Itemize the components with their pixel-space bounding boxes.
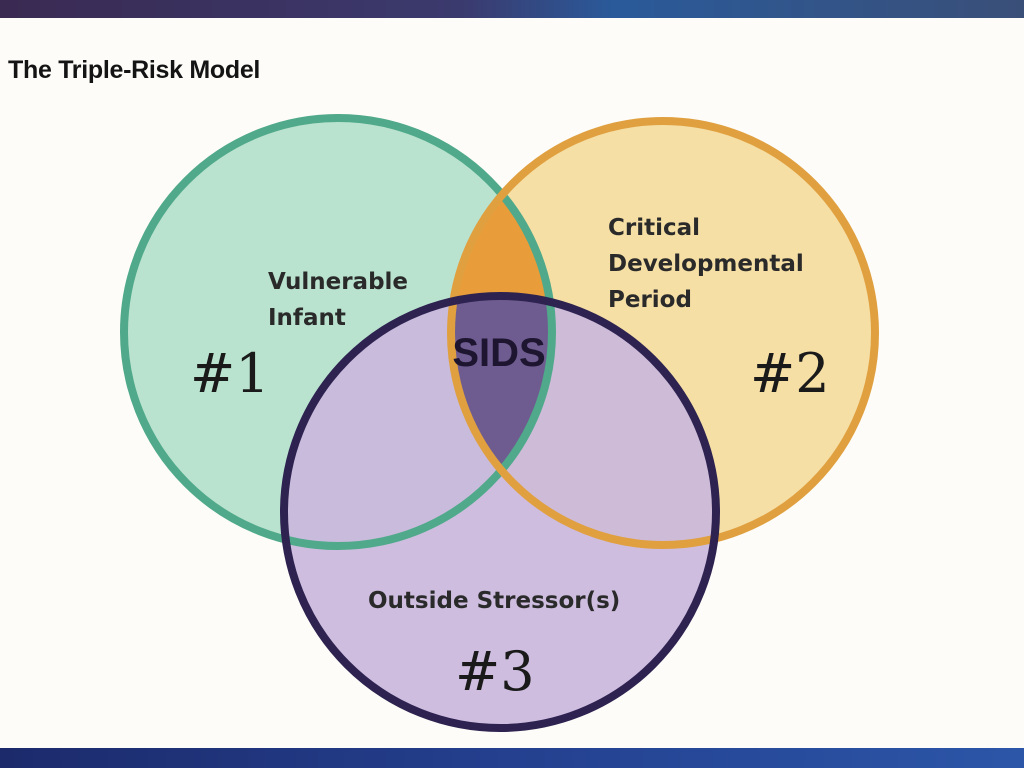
set-circle-outline <box>120 114 556 550</box>
set-number-2: #2 <box>750 342 830 405</box>
set-circle-outline <box>280 292 720 732</box>
slide-title: The Triple-Risk Model <box>8 56 261 84</box>
set-number-1: #1 <box>190 342 270 405</box>
top-accent-bar <box>0 0 1024 18</box>
bottom-accent-bar <box>0 748 1024 768</box>
set-label-vulnerable-infant: Vulnerable Infant <box>268 269 416 331</box>
set-circle-fill <box>284 296 716 728</box>
set-label-outside-stressors: Outside Stressor(s) <box>368 588 620 614</box>
set-circle-outline <box>447 117 879 549</box>
sids-center-label: SIDS <box>452 331 545 375</box>
set-label-critical-developmental-period: Critical Developmental Period <box>608 215 812 313</box>
set-number-3: #3 <box>455 640 535 703</box>
